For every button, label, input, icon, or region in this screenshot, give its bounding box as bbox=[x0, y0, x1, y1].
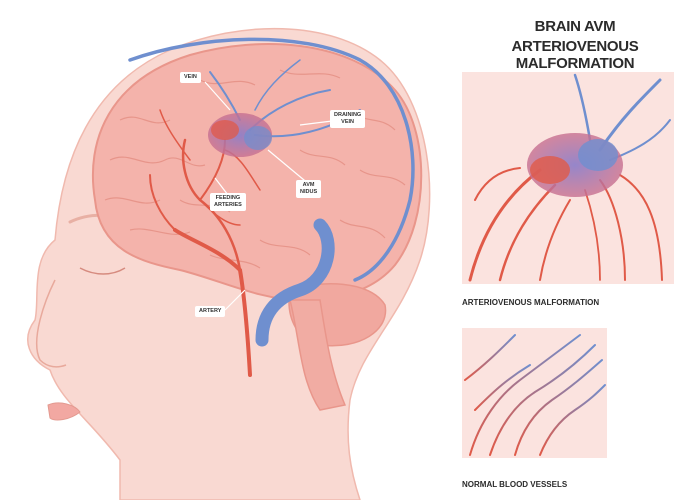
label-vein: VEIN bbox=[180, 72, 201, 83]
avm-nidus bbox=[208, 113, 272, 157]
label-draining-vein: DRAINING VEIN bbox=[330, 110, 366, 128]
label-avm-nidus: AVM NIDUS bbox=[296, 180, 322, 198]
caption-normal: NORMAL BLOOD VESSELS bbox=[462, 480, 568, 489]
label-feeding-arteries: FEEDING ARTERIES bbox=[210, 193, 246, 211]
main-title-line1: BRAIN AVM bbox=[534, 18, 616, 35]
avm-panel-nidus bbox=[527, 133, 623, 197]
brain bbox=[91, 43, 423, 302]
main-title-line2: ARTERIOVENOUS MALFORMATION bbox=[511, 38, 639, 72]
lips-outline bbox=[47, 402, 81, 421]
brain-stem bbox=[289, 299, 347, 411]
nose-outline bbox=[36, 279, 67, 368]
label-artery: ARTERY bbox=[195, 306, 226, 317]
eye-closed bbox=[79, 267, 126, 275]
normal-panel-vessels bbox=[464, 334, 606, 456]
arteries bbox=[149, 109, 261, 377]
caption-avm: ARTERIOVENOUS MALFORMATION bbox=[462, 298, 600, 307]
